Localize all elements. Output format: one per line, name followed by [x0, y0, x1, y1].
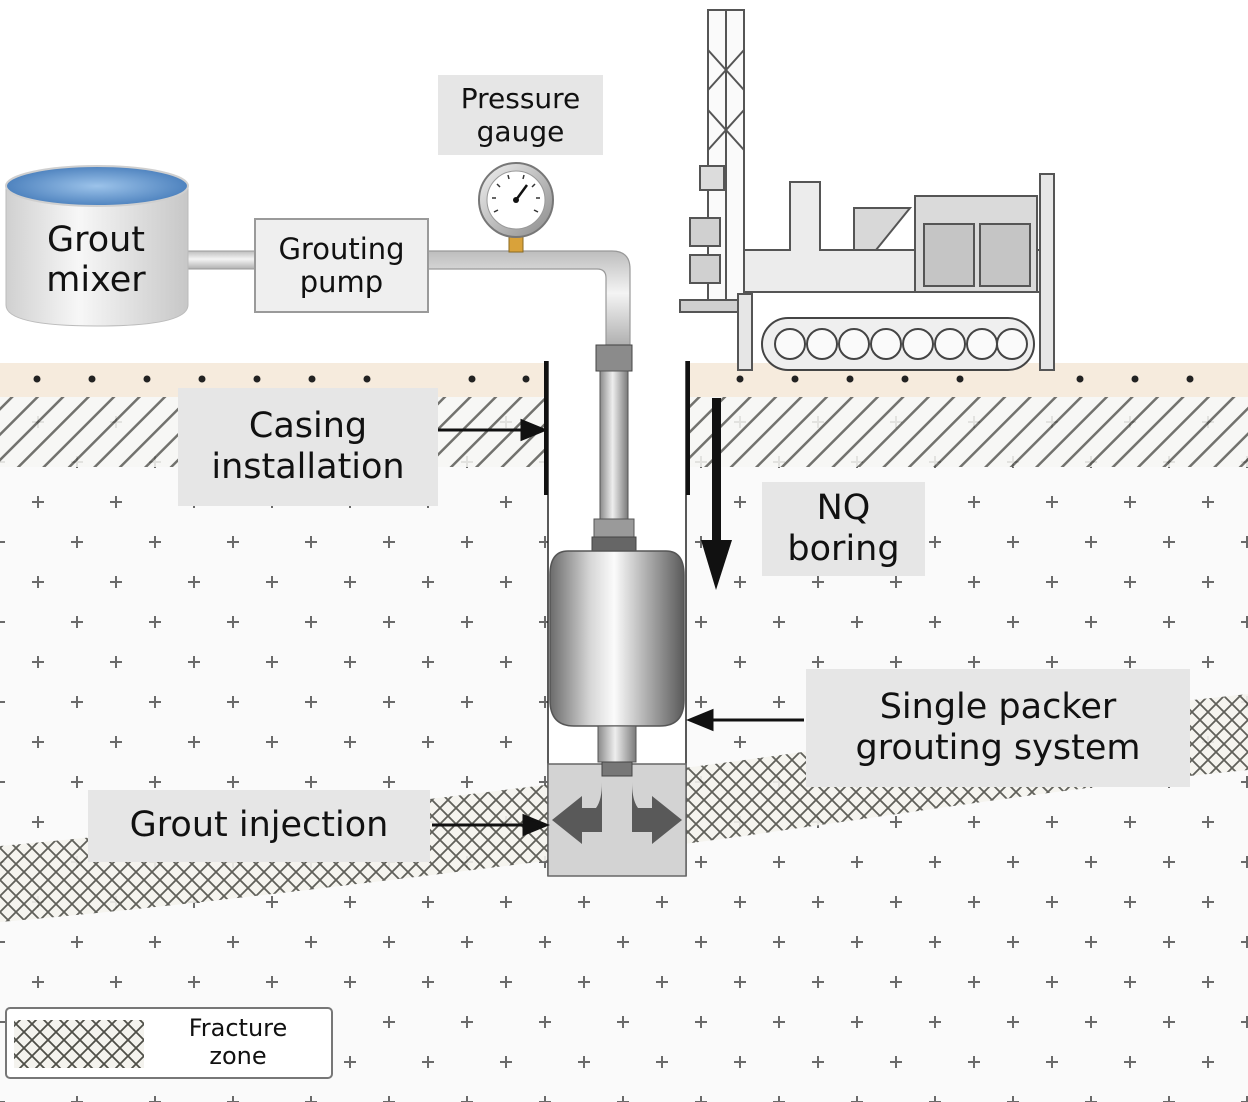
grout-injection-label: Grout injection — [88, 790, 430, 862]
single-packer-line-1: Single packer — [879, 686, 1117, 727]
pressure-gauge-label: Pressure gauge — [438, 75, 603, 155]
pressure-gauge-line-2: gauge — [476, 115, 565, 148]
injection-pointer-head — [522, 813, 550, 837]
grouting-pump-line-2: pump — [299, 265, 384, 299]
grouting-pump-line-1: Grouting — [278, 231, 405, 266]
nq-boring-line-2: boring — [787, 529, 900, 569]
pipe-mixer-pump — [179, 250, 261, 270]
boring-direction-arrow — [701, 398, 732, 590]
topsoil-dots — [33, 375, 1194, 383]
legend-line-1: Fracture — [188, 1014, 288, 1043]
casing-installation-line-1: Casing — [248, 405, 368, 446]
pipe-pump-borehole — [427, 250, 631, 346]
casing-installation-label: Casing installation — [178, 388, 438, 506]
packer-icon — [549, 550, 685, 777]
injection-flow-arrows — [552, 782, 682, 844]
legend-label: Fracture zone — [150, 1012, 326, 1074]
grout-mixer-line-1: Grout — [46, 219, 146, 260]
grouting-pump-box — [254, 218, 429, 313]
legend-fracture-swatch — [14, 1020, 144, 1068]
packer-pointer-head — [686, 708, 714, 732]
drill-rod — [599, 370, 629, 520]
grout-mixer-line-2: mixer — [46, 260, 146, 300]
drill-rig-icon — [679, 9, 1055, 371]
single-packer-line-2: grouting system — [855, 728, 1141, 768]
single-packer-label: Single packer grouting system — [806, 669, 1190, 787]
pressure-gauge-line-1: Pressure — [460, 81, 581, 115]
drill-coupling — [595, 344, 633, 372]
legend-line-2: zone — [209, 1042, 267, 1070]
nq-boring-label: NQ boring — [762, 482, 925, 576]
grout-mixer-tank — [5, 165, 189, 327]
grout-injection-text: Grout injection — [129, 805, 389, 846]
nq-boring-line-1: NQ — [816, 487, 871, 528]
casing-pointer-head — [520, 418, 548, 442]
grout-mixer-label: Grout mixer — [14, 212, 178, 308]
legend-box — [5, 1007, 333, 1079]
grouting-pump-label: Grouting pump — [258, 224, 425, 308]
casing-installation-line-2: installation — [211, 447, 405, 487]
pressure-gauge-icon — [478, 162, 554, 253]
